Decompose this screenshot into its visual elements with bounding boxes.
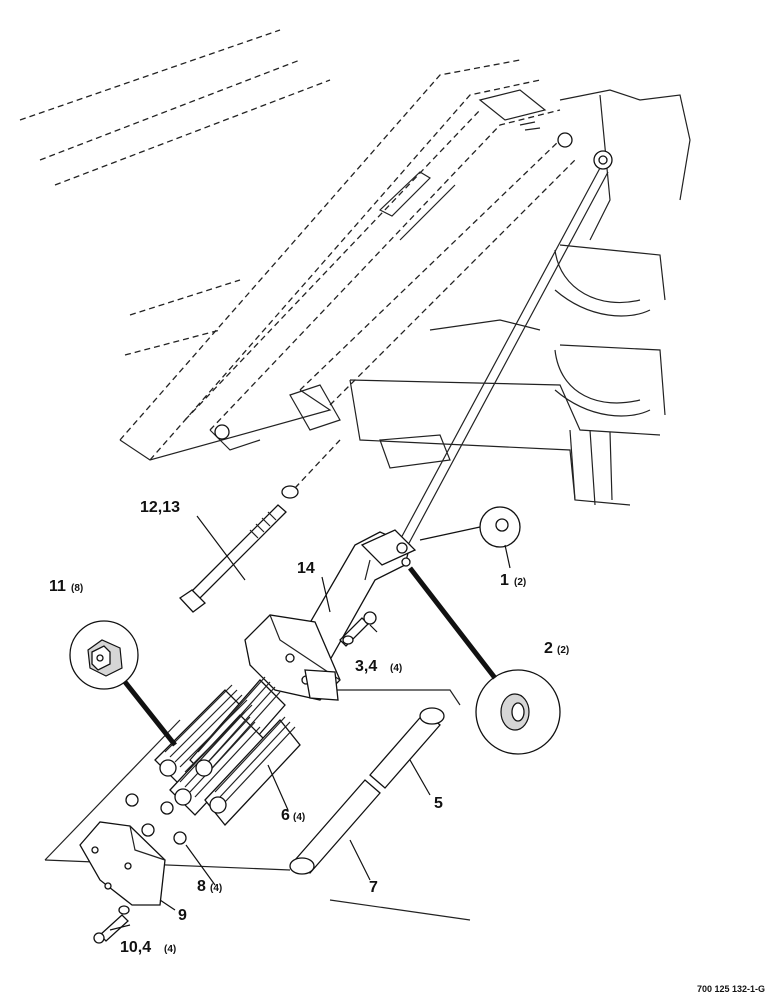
callout-8-number: 8 [197,878,206,895]
callout-3-qty: (4) [390,663,402,674]
callout-7: 7 [369,879,378,896]
long-bolt [179,439,341,613]
tension-rod [399,167,609,546]
callout-6: 6 (4) [281,807,305,824]
callout-9-number: 9 [178,907,187,924]
callout-11-qty: (8) [71,583,83,594]
callout-1-number: 1 [500,572,509,589]
callout-14-number: 14 [297,560,315,577]
plate-bolt [93,905,130,944]
leader-lines [109,515,511,931]
callout-10: 10,4 (4) [120,939,176,956]
callout-10-number: 10,4 [120,939,151,956]
callout-11-number: 11 [49,578,66,595]
spring-arm [299,529,417,661]
detail-cap-11 [69,620,177,747]
callout-5-number: 5 [434,795,443,812]
callout-2: 2 (2) [544,640,569,657]
drawing-reference-number: 700 125 132-1-G [697,984,765,994]
callout-14: 14 [297,560,315,577]
callout-12-number: 12,13 [140,499,180,516]
callout-11: 11 (8) [49,578,83,595]
callout-6-number: 6 [281,807,290,824]
lower-spring-plate [79,821,166,906]
machine-frame-phantom [19,29,691,506]
spacers [125,793,187,845]
callout-3: 3,4 (4) [355,658,402,675]
spring-coils [164,676,296,803]
upper-spring-plate [244,614,341,701]
callout-7-number: 7 [369,879,378,896]
callout-3-number: 3,4 [355,658,377,675]
callout-10-qty: (4) [164,944,176,955]
compression-springs [154,676,301,826]
callout-6-qty: (4) [293,812,305,823]
callout-1-qty: (2) [514,577,526,588]
small-bolt [339,611,377,647]
assembly-outline [44,689,471,921]
spring-tubes [289,707,445,875]
callout-12: 12,13 [140,499,180,516]
callout-2-number: 2 [544,640,553,657]
callout-1: 1 (2) [500,572,526,589]
callout-2-qty: (2) [557,645,569,656]
detail-bushing-1 [419,506,521,548]
callout-5: 5 [434,795,443,812]
callout-9: 9 [178,907,187,924]
callout-8-qty: (4) [210,883,222,894]
callout-8: 8 (4) [197,878,222,895]
detail-bearing-2 [408,566,561,755]
